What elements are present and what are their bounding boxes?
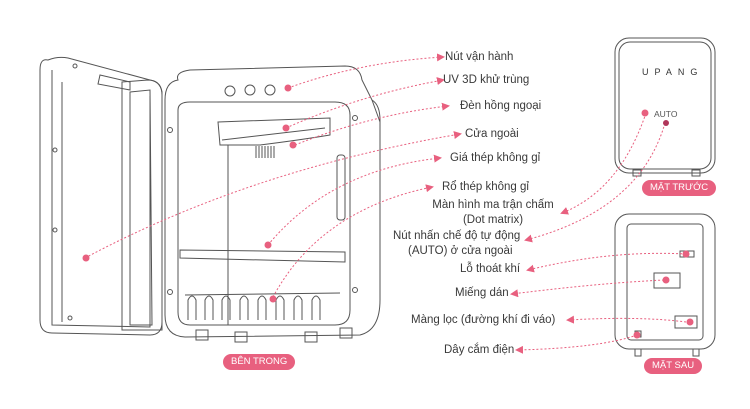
label-uv-sterilization: UV 3D khử trùng bbox=[443, 74, 530, 86]
leader-lines bbox=[84, 53, 687, 354]
steel-basket bbox=[184, 292, 341, 296]
open-door bbox=[39, 56, 163, 336]
dot-door bbox=[82, 254, 90, 262]
dot-power-cord bbox=[633, 331, 641, 339]
label-dot-matrix-line2: (Dot matrix) bbox=[462, 214, 524, 226]
back-view-outline bbox=[614, 213, 716, 357]
dot-infrared bbox=[289, 141, 297, 149]
label-outer-door: Cửa ngoài bbox=[465, 128, 519, 140]
dot-sticker bbox=[662, 276, 670, 284]
badge-back: MẶT SAU bbox=[644, 358, 703, 374]
dot-basket bbox=[269, 295, 277, 303]
auto-label: AUTO bbox=[654, 109, 678, 119]
main-body bbox=[164, 65, 381, 338]
dot-power-button bbox=[284, 84, 292, 92]
label-sticker: Miếng dán bbox=[455, 287, 509, 299]
label-steel-rack: Giá thép không gỉ bbox=[450, 152, 541, 164]
label-infrared-lamp: Đèn hồng ngoại bbox=[460, 100, 542, 112]
callout-dots bbox=[82, 84, 694, 339]
steel-rack bbox=[179, 249, 346, 263]
label-exhaust-vent: Lỗ thoát khí bbox=[460, 263, 521, 275]
vent-grille bbox=[255, 146, 275, 158]
label-auto-button-line1: Nút nhấn chế độ tự động bbox=[393, 230, 521, 242]
inside-view-outline bbox=[39, 56, 381, 343]
label-power-button: Nút vận hành bbox=[445, 51, 514, 63]
brand-logo: UPANG bbox=[642, 67, 704, 77]
inner-door bbox=[121, 79, 163, 331]
dot-exhaust bbox=[682, 250, 690, 258]
dot-rack bbox=[264, 241, 272, 249]
dot-filter bbox=[686, 318, 694, 326]
dot-auto-button bbox=[663, 120, 669, 126]
label-filter: Màng lọc (đường khí đi váo) bbox=[411, 314, 556, 326]
label-power-cord: Dây cắm điện bbox=[444, 344, 515, 356]
label-auto-button-line2: (AUTO) ở cửa ngoài bbox=[408, 245, 513, 257]
label-steel-basket: Rổ thép không gỉ bbox=[442, 181, 529, 193]
badge-front: MẶT TRƯỚC bbox=[642, 180, 717, 196]
label-dot-matrix-line1: Màn hình ma trận chấm bbox=[432, 199, 554, 211]
badge-inside: BÊN TRONG bbox=[223, 354, 296, 370]
front-view-outline bbox=[614, 37, 716, 177]
dot-uv bbox=[282, 124, 290, 132]
dot-display bbox=[641, 109, 649, 117]
